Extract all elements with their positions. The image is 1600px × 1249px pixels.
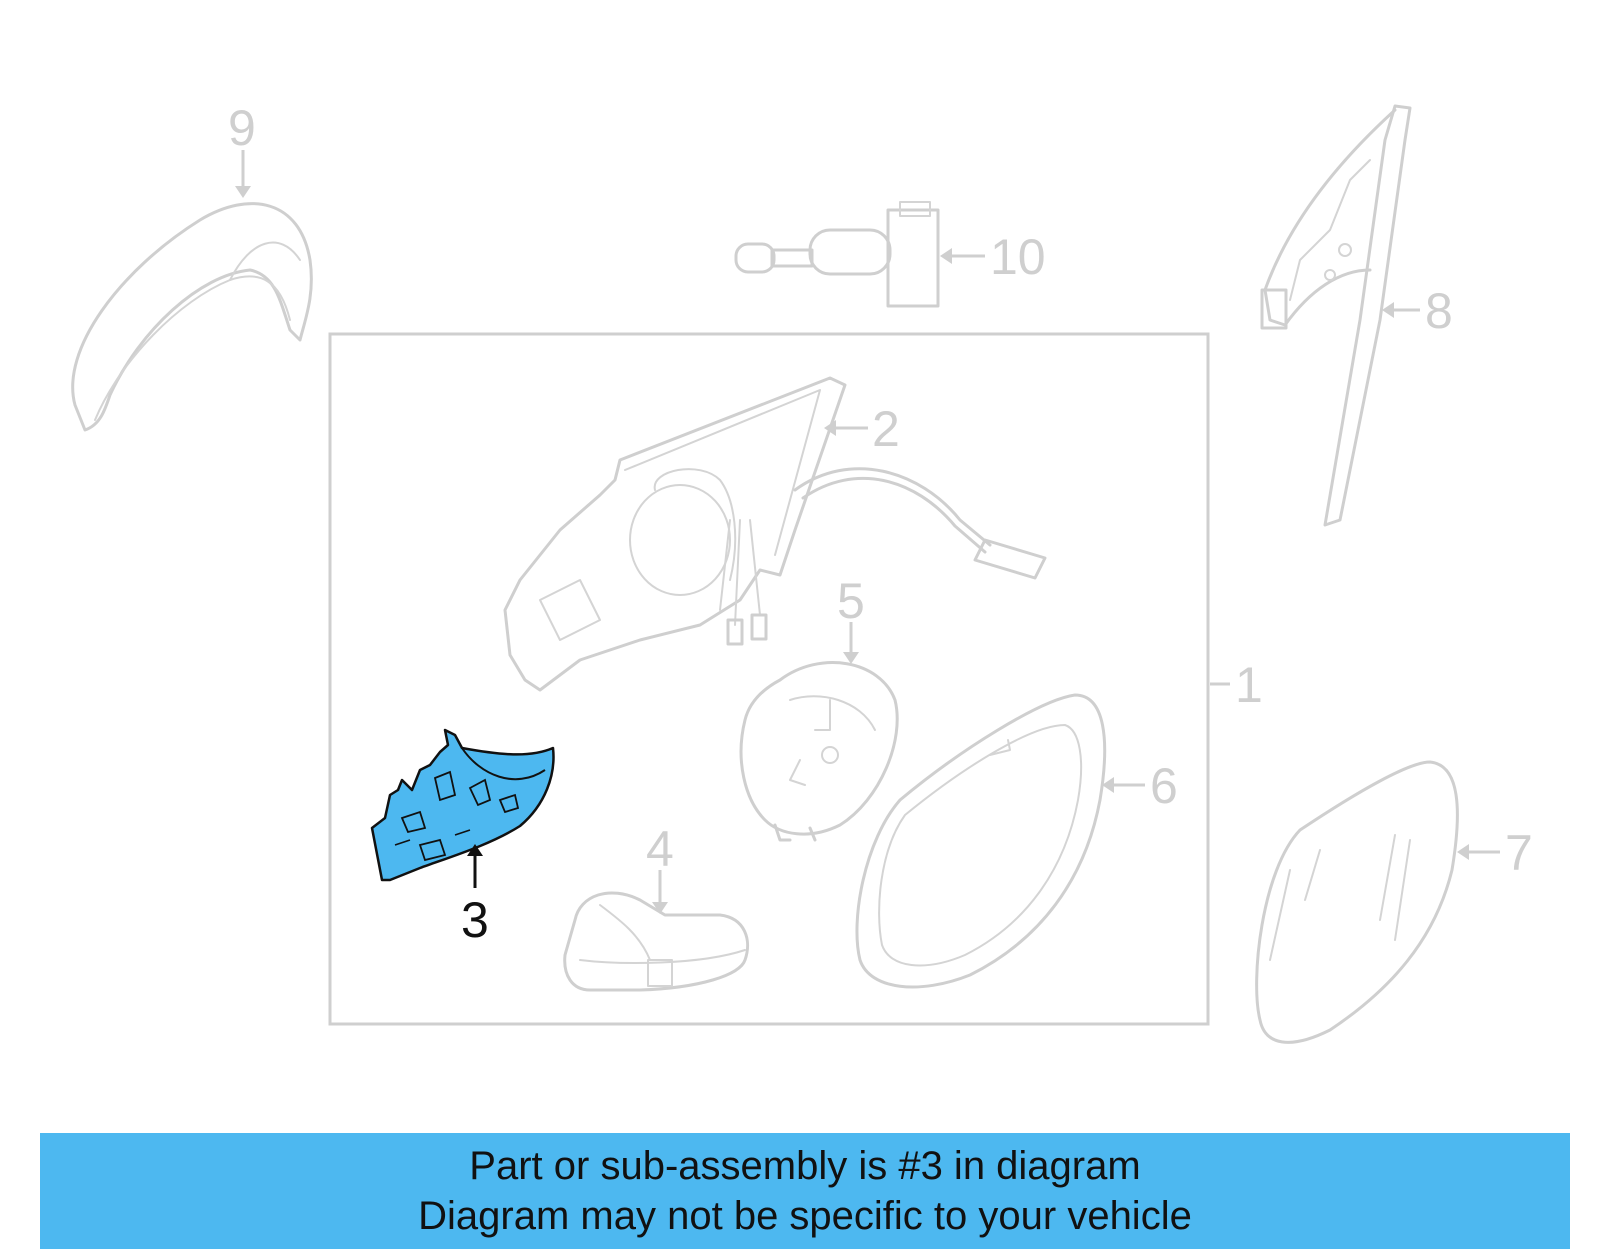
callout-8: 8 (1425, 283, 1453, 339)
arrowhead-8 (1382, 302, 1394, 318)
arrowhead-10 (940, 248, 952, 264)
banner-line-1: Part or sub-assembly is #3 in diagram (469, 1144, 1141, 1188)
part-6-mirror-frame (855, 693, 1107, 989)
info-banner: Part or sub-assembly is #3 in diagram Di… (40, 1133, 1570, 1249)
arrowhead-5 (843, 652, 859, 664)
part-9-mirror-cover (71, 202, 313, 432)
callout-2: 2 (872, 401, 900, 457)
callout-5: 5 (837, 573, 865, 629)
part-2-mirror-base (503, 376, 1047, 692)
callout-10: 10 (990, 229, 1046, 285)
callout-4: 4 (646, 821, 674, 877)
callout-7: 7 (1505, 825, 1533, 881)
part-10-component (734, 201, 940, 308)
part-7-mirror-glass (1255, 760, 1459, 1044)
callout-6: 6 (1150, 758, 1178, 814)
assembly-box (328, 332, 1210, 1026)
part-4-lamp (563, 891, 750, 992)
callout-1: 1 (1235, 657, 1263, 713)
arrowhead-4 (652, 902, 668, 914)
arrowhead-7 (1457, 844, 1469, 860)
callout-9: 9 (228, 100, 256, 156)
arrowhead-9 (235, 186, 251, 198)
banner-line-2: Diagram may not be specific to your vehi… (418, 1194, 1192, 1238)
part-5-actuator (739, 661, 899, 842)
arrowhead-2 (824, 420, 836, 436)
arrowhead-6 (1102, 777, 1114, 793)
callout-3: 3 (461, 892, 489, 948)
part-3-lower-cover-highlighted (370, 728, 555, 882)
part-8-trim-strip (1260, 104, 1412, 527)
arrowhead-3 (467, 844, 483, 856)
